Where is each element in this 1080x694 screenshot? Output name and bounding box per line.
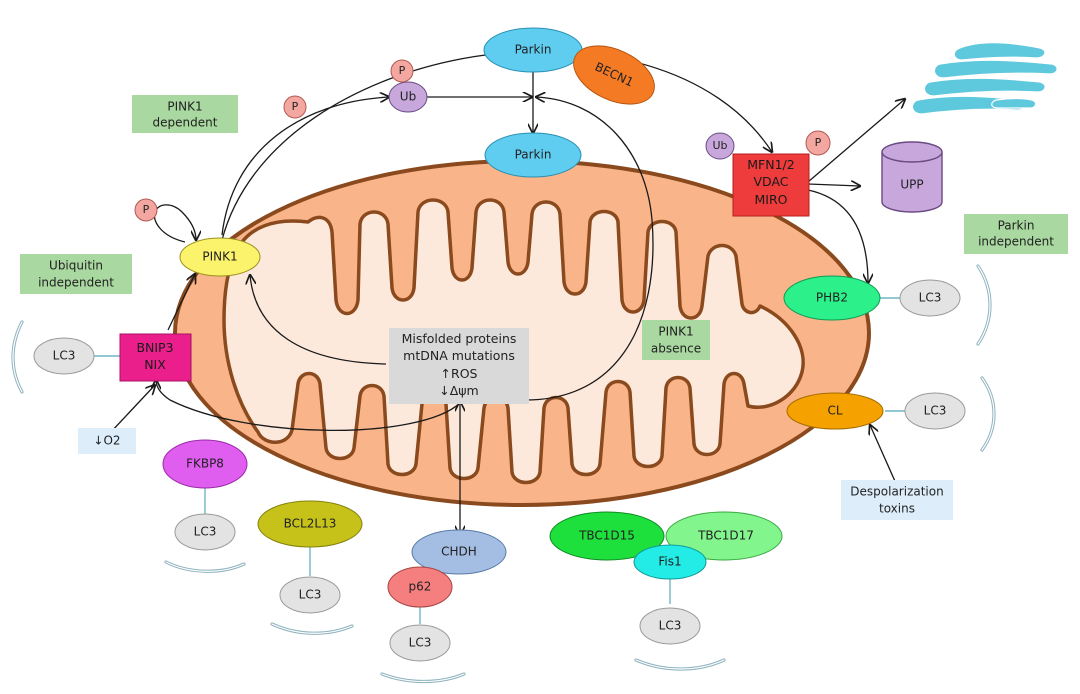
- label-parkin-independent: Parkin independent: [964, 214, 1068, 254]
- svg-text:PINK1: PINK1: [658, 325, 693, 339]
- phagophore-membranes: [11, 264, 996, 684]
- svg-text:Parkin: Parkin: [515, 43, 552, 57]
- parkin-top: Parkin: [483, 27, 583, 73]
- svg-text:Parkin: Parkin: [998, 219, 1035, 233]
- phagophore-left-icon: [11, 320, 24, 394]
- stress-box: Misfolded proteins mtDNA mutations ↑ROS …: [389, 328, 529, 404]
- bcl2l13: BCL2L13: [257, 500, 363, 548]
- mfn-vdac-miro-box: MFN1/2 VDAC MIRO: [732, 153, 810, 217]
- svg-text:P: P: [815, 136, 822, 149]
- svg-text:dependent: dependent: [153, 116, 218, 130]
- svg-text:LC3: LC3: [659, 619, 682, 633]
- svg-text:UPP: UPP: [900, 178, 923, 192]
- svg-text:TBC1D17: TBC1D17: [697, 529, 754, 543]
- svg-text:NIX: NIX: [144, 357, 166, 372]
- fkbp8: FKBP8: [162, 439, 248, 489]
- lc3-bnip3: LC3: [33, 337, 95, 375]
- svg-text:Parkin: Parkin: [515, 148, 552, 162]
- phagophore-fkbp8-icon: [164, 560, 246, 573]
- svg-text:P: P: [292, 100, 299, 113]
- svg-text:Ub: Ub: [400, 90, 416, 104]
- label-depolarization-toxins: Despolarization toxins: [841, 480, 953, 520]
- svg-text:independent: independent: [978, 235, 1054, 249]
- svg-text:LC3: LC3: [194, 525, 217, 539]
- upp-proteasome-icon: UPP: [881, 141, 943, 213]
- cl: CL: [786, 392, 884, 430]
- parkin-mid: Parkin: [484, 132, 582, 178]
- svg-text:Ub: Ub: [712, 139, 727, 152]
- arrows: [109, 50, 905, 535]
- svg-text:FKBP8: FKBP8: [186, 457, 224, 471]
- lc3-cl: LC3: [904, 392, 966, 430]
- phagophore-right-top-icon: [976, 264, 992, 346]
- bnip3-nix-box: BNIP3 NIX: [119, 333, 192, 382]
- svg-text:P: P: [143, 203, 150, 216]
- label-pink1-dependent: PINK1 dependent: [132, 95, 238, 133]
- svg-text:PINK1: PINK1: [167, 100, 202, 114]
- svg-text:↓Δψm: ↓Δψm: [439, 383, 478, 398]
- svg-text:p62: p62: [409, 580, 432, 594]
- svg-text:Misfolded proteins: Misfolded proteins: [402, 331, 517, 346]
- becn1: BECN1: [573, 45, 655, 105]
- ub-mfn: Ub: [705, 132, 735, 160]
- svg-text:LC3: LC3: [299, 588, 322, 602]
- svg-text:P: P: [399, 64, 406, 77]
- tbc1d17: TBC1D17: [665, 511, 783, 561]
- fis1: Fis1: [633, 544, 707, 580]
- svg-text:MIRO: MIRO: [755, 192, 788, 207]
- phb2: PHB2: [783, 275, 881, 321]
- svg-text:BCL2L13: BCL2L13: [284, 517, 337, 531]
- chdh: CHDH: [411, 529, 507, 575]
- svg-text:Despolarization: Despolarization: [850, 485, 943, 499]
- label-ubiquitin-independent: Ubiquitin independent: [20, 254, 132, 294]
- lc3-p62: LC3: [389, 624, 451, 662]
- lc3-fis1: LC3: [639, 607, 701, 645]
- svg-text:CL: CL: [827, 404, 842, 418]
- phagophore-right-bottom-icon: [980, 376, 996, 452]
- svg-text:Ubiquitin: Ubiquitin: [49, 259, 103, 273]
- svg-text:mtDNA mutations: mtDNA mutations: [403, 348, 515, 363]
- svg-text:PINK1: PINK1: [202, 250, 237, 264]
- phagophore-bcl2l13-icon: [270, 622, 354, 635]
- svg-text:MFN1/2: MFN1/2: [747, 157, 794, 172]
- svg-text:↓O2: ↓O2: [93, 434, 120, 448]
- pink1: PINK1: [179, 237, 261, 277]
- lc3-phb2: LC3: [899, 279, 961, 317]
- svg-text:Fis1: Fis1: [658, 555, 681, 569]
- svg-text:VDAC: VDAC: [753, 174, 788, 189]
- phagophore-p62-icon: [380, 672, 466, 684]
- lc3-fkbp8: LC3: [174, 513, 236, 551]
- p62: p62: [387, 566, 453, 608]
- label-pink1-absence: PINK1 absence: [642, 320, 710, 360]
- svg-text:LC3: LC3: [53, 349, 76, 363]
- svg-text:LC3: LC3: [409, 636, 432, 650]
- svg-text:CHDH: CHDH: [441, 545, 477, 559]
- tbc1d15: TBC1D15: [549, 511, 665, 561]
- svg-text:toxins: toxins: [879, 502, 915, 516]
- ub-top: Ub: [388, 81, 428, 113]
- p-on-pink1: P: [134, 198, 158, 222]
- svg-text:LC3: LC3: [924, 404, 947, 418]
- p-on-arrow: P: [283, 95, 307, 119]
- label-o2: ↓O2: [78, 428, 136, 454]
- p-on-ub: P: [390, 59, 414, 83]
- p-mfn: P: [805, 130, 831, 156]
- fragmented-mitochondria-icon: [911, 42, 1058, 115]
- svg-text:BNIP3: BNIP3: [136, 340, 173, 355]
- svg-text:LC3: LC3: [919, 291, 942, 305]
- svg-text:PHB2: PHB2: [816, 291, 848, 305]
- lc3-bcl2l13: LC3: [279, 576, 341, 614]
- svg-text:TBC1D15: TBC1D15: [578, 529, 635, 543]
- svg-text:↑ROS: ↑ROS: [441, 366, 478, 381]
- phagophore-fis1-icon: [634, 658, 726, 671]
- svg-text:independent: independent: [38, 276, 114, 290]
- svg-text:absence: absence: [651, 342, 701, 356]
